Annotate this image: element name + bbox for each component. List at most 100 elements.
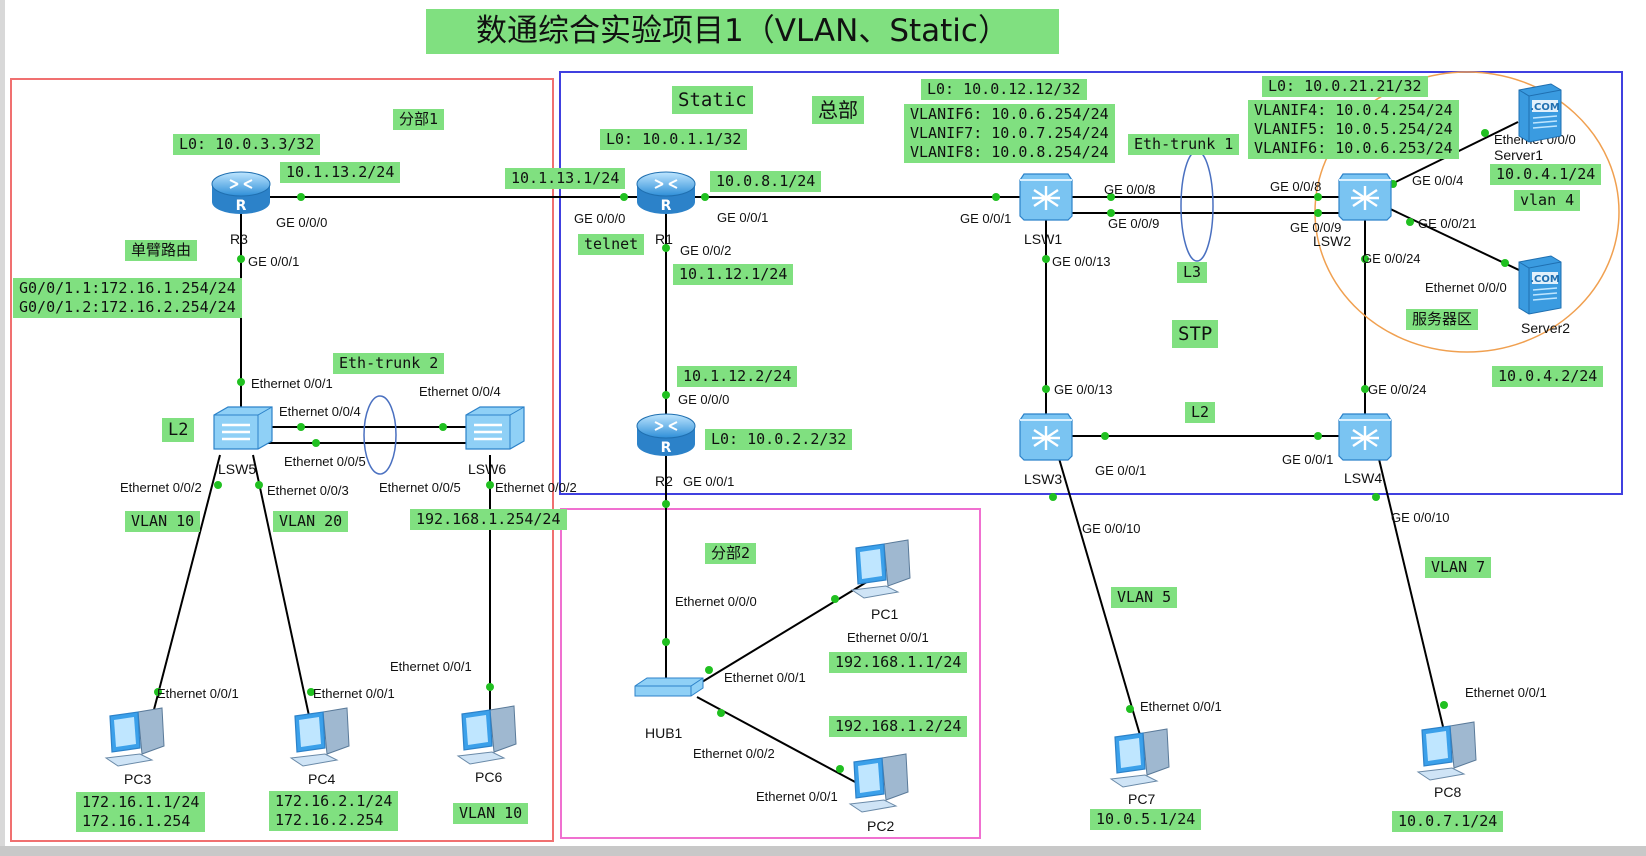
device-name-lsw6: LSW6	[468, 461, 507, 477]
lsw6-ip-label: 192.168.1.254/24	[410, 509, 567, 530]
pc6-icon[interactable]	[456, 704, 520, 770]
port-dot	[312, 439, 320, 447]
lsw2-vlanif4-text: VLANIF4: 10.0.4.254/24	[1254, 101, 1453, 119]
port-dot	[1042, 255, 1050, 263]
port-dot	[154, 688, 162, 696]
device-name-lsw5: LSW5	[218, 461, 257, 477]
pc2-ip-label: 192.168.1.2/24	[829, 716, 968, 737]
port-dot	[1440, 701, 1448, 709]
port-dot	[1372, 493, 1380, 501]
port-dot	[1107, 193, 1115, 201]
port-dot	[1042, 385, 1050, 393]
server1-ip-label: 10.0.4.1/24	[1490, 164, 1602, 185]
router-r1-icon[interactable]: R	[635, 170, 697, 222]
left-edge	[0, 0, 5, 846]
lsw2-loopback-label: L0: 10.0.21.21/32	[1262, 76, 1428, 97]
port-lsw5-e005: Ethernet 0/0/5	[284, 454, 366, 469]
l2-hq-label: L2	[1185, 402, 1216, 423]
device-name-pc1: PC1	[871, 606, 899, 622]
port-dot	[705, 666, 713, 674]
router-r2-icon[interactable]: R	[635, 412, 697, 464]
port-r1-ge002: GE 0/0/2	[680, 243, 732, 258]
r2-loopback-label: L0: 10.0.2.2/32	[705, 429, 853, 450]
r1-loopback-label: L0: 10.0.1.1/32	[600, 129, 748, 150]
pc3-gw-text: 172.16.1.254	[82, 812, 191, 830]
pc3-icon[interactable]	[104, 706, 168, 772]
lsw2-vlanif6-text: VLANIF6: 10.0.6.253/24	[1254, 139, 1453, 157]
port-dot	[1314, 193, 1322, 201]
pc4-ip-label: 172.16.2.1/24 172.16.2.254	[269, 791, 399, 831]
port-dot	[1406, 218, 1414, 226]
pc8-icon[interactable]	[1416, 720, 1480, 786]
pc4-icon[interactable]	[289, 706, 353, 772]
port-r3-ge000: GE 0/0/0	[276, 215, 328, 230]
lsw1-vlanif6-text: VLANIF6: 10.0.6.254/24	[910, 105, 1109, 123]
port-dot	[486, 481, 494, 489]
port-dot	[701, 193, 709, 201]
r1-ge002-ip-label: 10.1.12.1/24	[673, 264, 794, 285]
port-lsw2-ge0021: GE 0/0/21	[1418, 216, 1477, 231]
port-dot	[1361, 255, 1369, 263]
port-lsw4-ge0024: GE 0/0/24	[1368, 382, 1427, 397]
hub1-icon[interactable]	[633, 676, 707, 704]
eth-trunk2-label: Eth-trunk 2	[333, 353, 445, 374]
eth-trunk1-label: Eth-trunk 1	[1128, 134, 1240, 155]
device-name-lsw3: LSW3	[1024, 471, 1063, 487]
port-lsw5-e002: Ethernet 0/0/2	[120, 480, 202, 495]
port-dot	[717, 709, 725, 717]
subif-1-text: G0/0/1.1:172.16.1.254/24	[19, 279, 236, 297]
device-name-pc3: PC3	[124, 771, 152, 787]
vlan4-label: vlan 4	[1514, 190, 1581, 211]
switch-lsw4-icon[interactable]	[1333, 410, 1397, 468]
diagram-title: 数通综合实验项目1（VLAN、Static）	[426, 9, 1059, 54]
pc2-icon[interactable]	[848, 752, 912, 818]
lsw1-vlanif-label: VLANIF6: 10.0.6.254/24 VLANIF7: 10.0.7.2…	[904, 104, 1115, 163]
port-r2-ge001: GE 0/0/1	[683, 474, 735, 489]
port-lsw6-e004: Ethernet 0/0/4	[419, 384, 501, 399]
svg-text:R: R	[661, 198, 672, 214]
port-dot	[237, 378, 245, 386]
link-lsw3-pc7	[1057, 454, 1141, 736]
pc8-ip-label: 10.0.7.1/24	[1392, 811, 1504, 832]
l2-label: L2	[162, 418, 195, 442]
router-r3-icon[interactable]: R	[210, 170, 272, 222]
stp-label: STP	[1172, 320, 1219, 348]
server2-icon[interactable]: .COM	[1513, 252, 1567, 320]
switch-lsw1-icon[interactable]	[1014, 170, 1078, 228]
switch-lsw5-icon[interactable]	[210, 405, 276, 455]
port-pc7-e001: Ethernet 0/0/1	[1140, 699, 1222, 714]
pc4-ip-text: 172.16.2.1/24	[275, 792, 393, 810]
port-lsw1-ge001: GE 0/0/1	[960, 211, 1012, 226]
switch-lsw6-icon[interactable]	[462, 405, 528, 455]
port-dot	[662, 638, 670, 646]
vlan7-label: VLAN 7	[1425, 557, 1492, 578]
link-lsw2-server2	[1364, 196, 1541, 281]
port-dot	[1481, 129, 1489, 137]
device-name-hub1: HUB1	[645, 725, 683, 741]
vlan20-label: VLAN 20	[273, 511, 349, 532]
r1-ge000-ip-label: 10.1.13.1/24	[505, 168, 626, 189]
port-hub-e001: Ethernet 0/0/1	[724, 670, 806, 685]
pc3-ip-label: 172.16.1.1/24 172.16.1.254	[76, 792, 206, 832]
server1-icon[interactable]: .COM	[1513, 80, 1567, 148]
pc7-icon[interactable]	[1109, 727, 1173, 793]
switch-lsw3-icon[interactable]	[1014, 410, 1078, 468]
branch2-region	[560, 508, 981, 839]
port-dot	[662, 244, 670, 252]
device-name-server1: Server1	[1494, 147, 1544, 163]
port-lsw5-e003: Ethernet 0/0/3	[267, 483, 349, 498]
lsw1-loopback-label: L0: 10.0.12.12/32	[921, 79, 1087, 100]
link-hub-pc2	[696, 696, 871, 791]
r3-ge000-ip-label: 10.1.13.2/24	[280, 162, 401, 183]
pc1-icon[interactable]	[850, 538, 914, 604]
device-name-pc4: PC4	[308, 771, 336, 787]
svg-text:.COM: .COM	[1530, 274, 1560, 285]
lsw2-vlanif5-text: VLANIF5: 10.0.5.254/24	[1254, 120, 1453, 138]
port-lsw6-e005: Ethernet 0/0/5	[379, 480, 461, 495]
subif-2-text: G0/0/1.2:172.16.2.254/24	[19, 298, 236, 316]
port-server2-e000: Ethernet 0/0/0	[1425, 280, 1507, 295]
l3-label: L3	[1177, 262, 1208, 283]
switch-lsw2-icon[interactable]	[1333, 170, 1397, 228]
port-pc6-e001: Ethernet 0/0/1	[390, 659, 472, 674]
static-label: Static	[672, 86, 753, 114]
